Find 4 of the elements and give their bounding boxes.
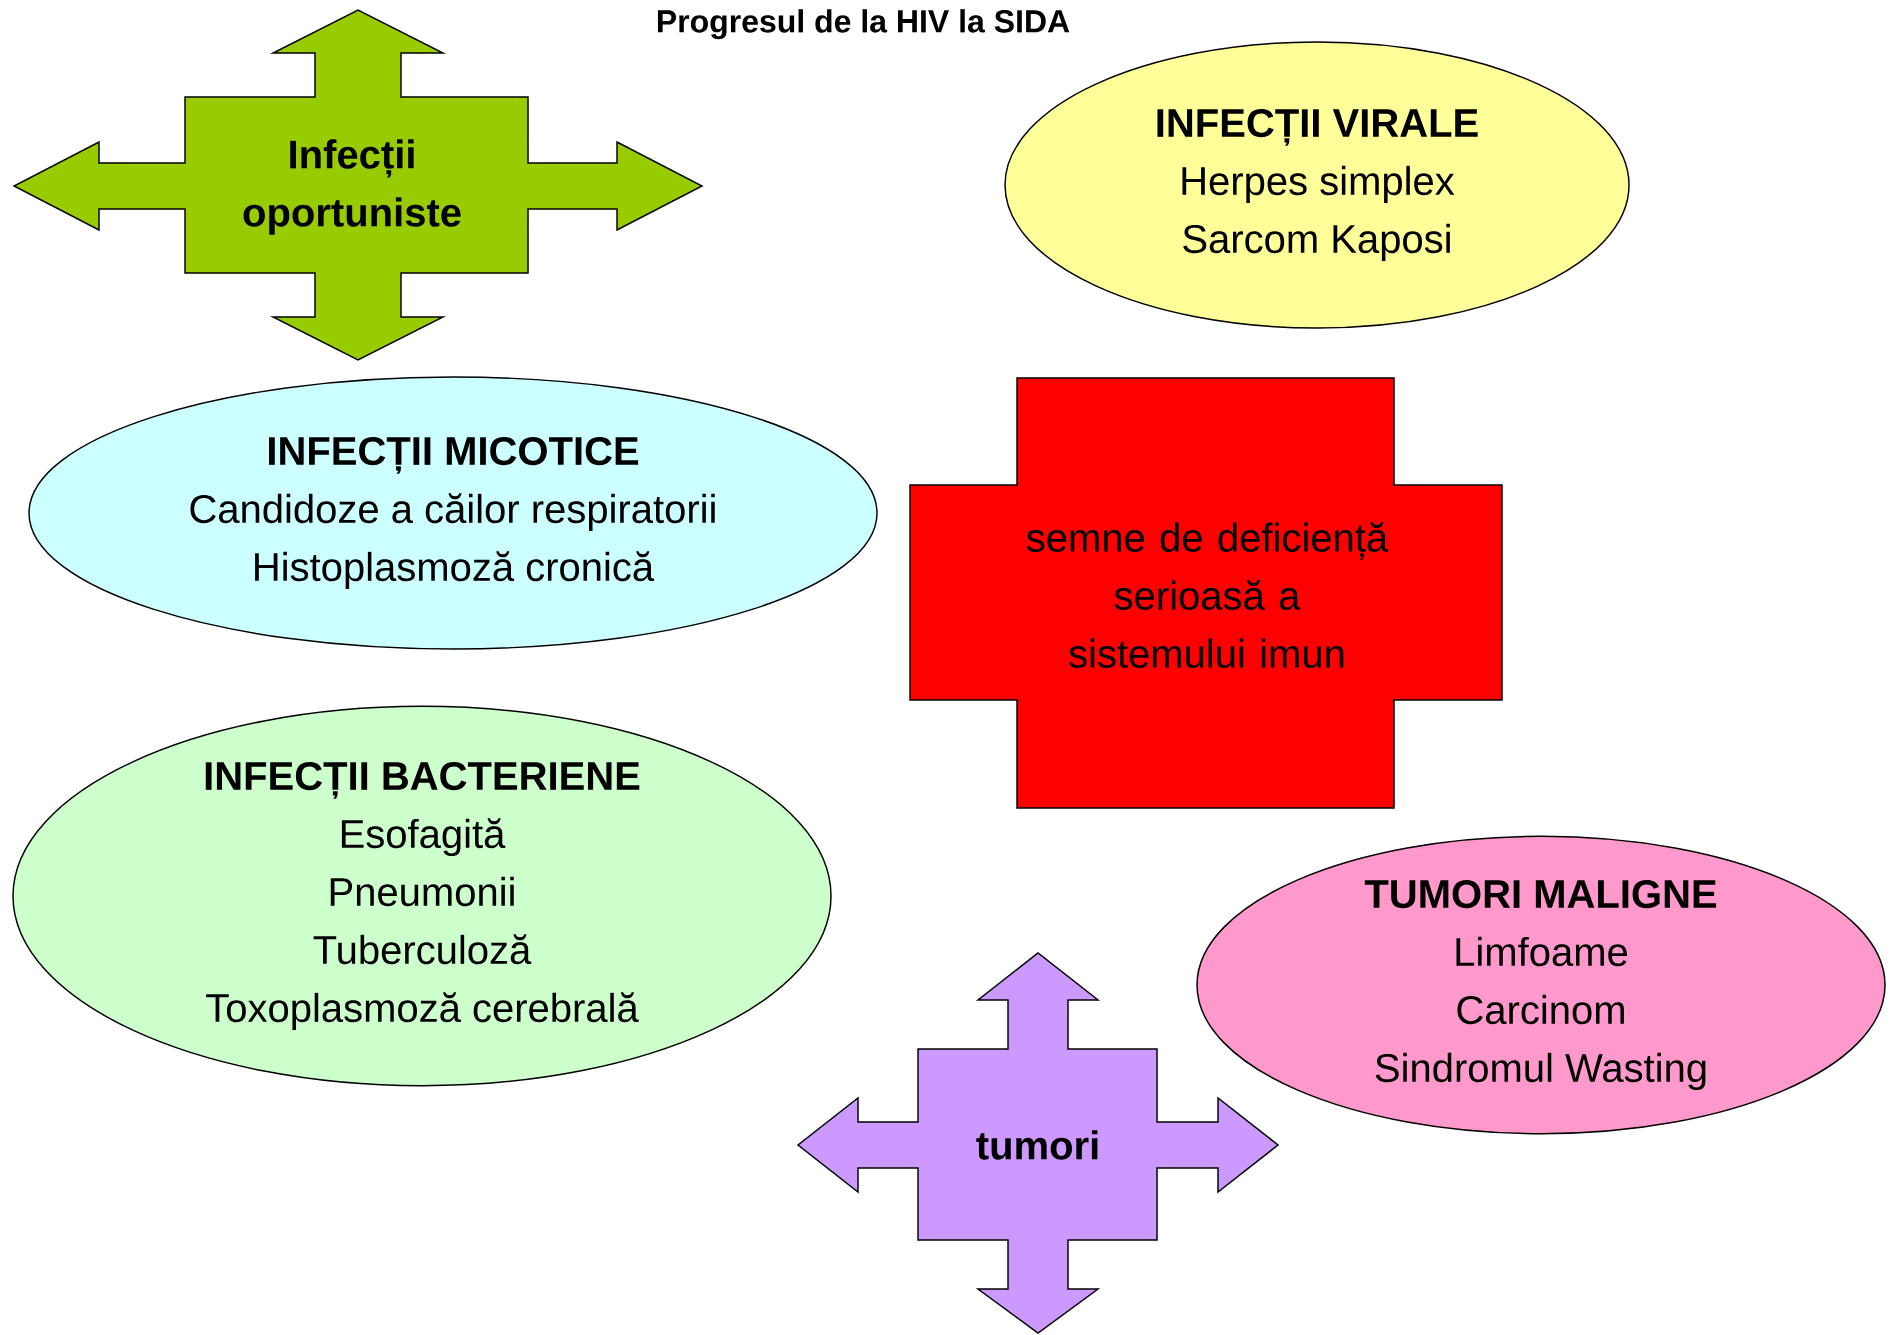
ellipse-box: INFECȚII MICOTICE Candidoze a căilor respiratorii Histoplasmoză cronică: [28, 376, 878, 650]
ellipse-box: INFECȚII BACTERIENE Esofagită Pneumonii Tuberculoză Toxoplasmoză cerebrală: [12, 705, 832, 1087]
ellipse-box: TUMORI MALIGNE Limfoame Carcinom Sindromul Wasting: [1196, 835, 1886, 1135]
ellipse-box: INFECȚII VIRALE Herpes simplex Sarcom Kaposi: [1004, 41, 1630, 329]
